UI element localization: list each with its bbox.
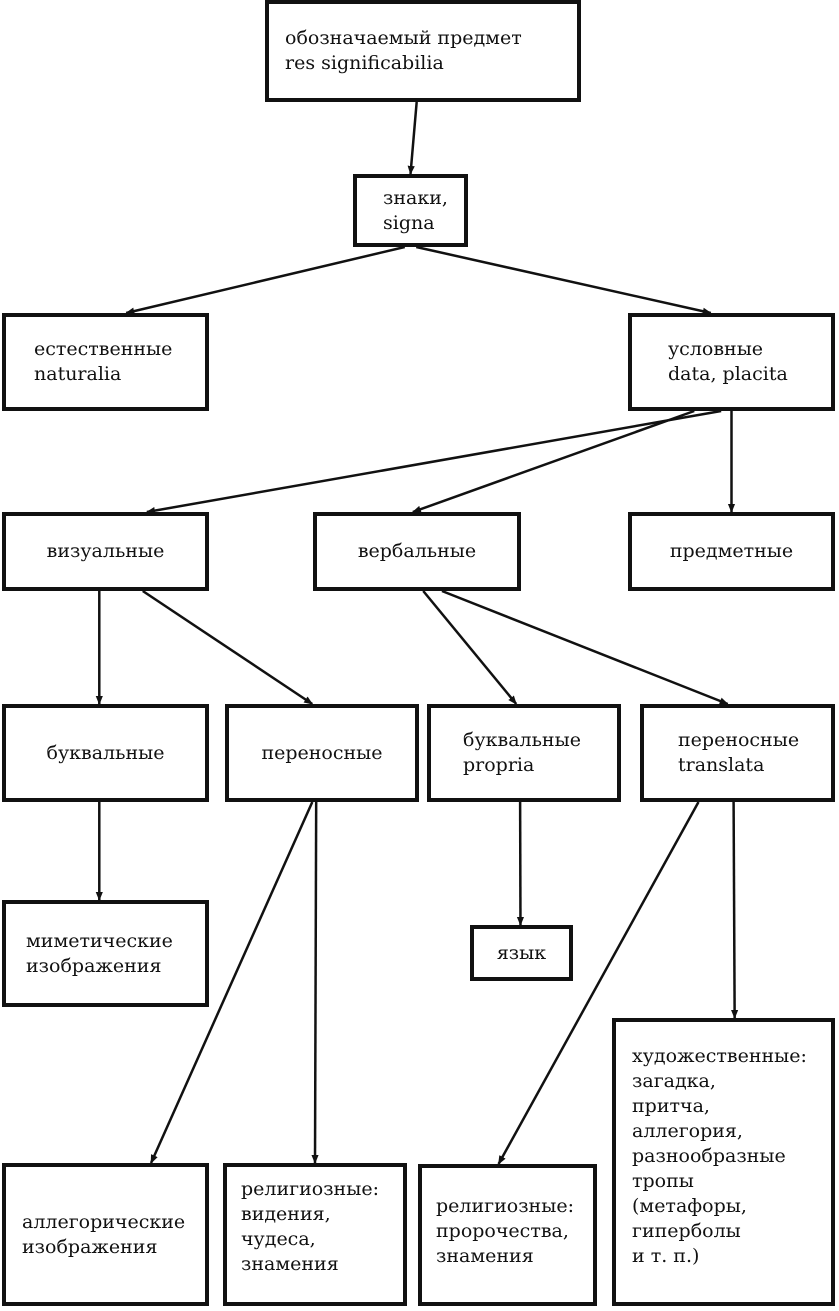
node-visual-figurative: переносные — [225, 704, 419, 802]
node-label-line: предметные — [669, 540, 794, 562]
arrow-translata-to-relig_verb — [497, 801, 700, 1165]
node-label-line: и т. п.) — [632, 1245, 700, 1267]
node-label-line: естественные — [34, 338, 173, 360]
arrow-signa-to-data — [415, 245, 712, 315]
arrow-vis_figur-to-relig_vis — [311, 801, 319, 1164]
node-label-line: пророчества, — [436, 1220, 569, 1242]
node-label-line: naturalia — [34, 363, 122, 385]
node-label-line: буквальные — [463, 729, 581, 751]
node-label-line: чудеса, — [241, 1228, 316, 1250]
arrow-root-to-signa — [407, 101, 418, 175]
node-religious-visions: религиозные: видения, чудеса, знамения — [223, 1163, 407, 1306]
node-visual-literal: буквальные — [2, 704, 209, 802]
node-label-line: тропы — [632, 1170, 694, 1192]
arrow-visual-to-vis_figur — [142, 589, 314, 706]
node-label-line: (метафоры, — [632, 1195, 747, 1217]
arrow-data-to-visual — [146, 409, 722, 515]
arrow-translata-to-artistic — [731, 801, 739, 1019]
node-label-line: res significabilia — [285, 52, 444, 74]
arrow-data-to-verbal — [411, 409, 695, 514]
node-label-line: translata — [678, 754, 765, 776]
node-verbal-figurative-translata: переносные translata — [640, 704, 835, 802]
node-label-line: видения, — [241, 1203, 331, 1225]
node-label-line: миметические — [26, 929, 173, 952]
node-signified-object: обозначаемый предмет res significabilia — [265, 0, 581, 102]
node-natural-signs: естественные naturalia — [2, 313, 209, 411]
node-language: язык — [470, 925, 573, 981]
node-label-line: знаки, — [383, 186, 448, 209]
arrow-signa-to-naturalia — [125, 245, 406, 315]
node-label-line: изображения — [22, 1235, 158, 1258]
node-label-line: притча, — [632, 1095, 710, 1117]
node-signs: знаки,signa — [353, 174, 468, 247]
node-label-line: изображения — [26, 954, 162, 977]
node-label-line: аллегория, — [632, 1120, 743, 1142]
node-label-line: условные — [668, 338, 764, 360]
node-object-signs: предметные — [628, 512, 835, 591]
node-label-line: propria — [463, 754, 535, 776]
node-religious-prophecies: религиозные: пророчества, знамения — [418, 1164, 597, 1306]
node-verbal-literal-propria: буквальные propria — [427, 704, 621, 802]
node-label-line: вербальные — [357, 540, 477, 562]
node-label-line: аллегорические — [22, 1210, 186, 1233]
node-label-line: signa — [383, 211, 435, 234]
node-label-line: гиперболы — [632, 1220, 741, 1242]
node-label-line: переносные — [261, 741, 383, 764]
node-label-line: буквальные — [46, 741, 165, 764]
node-label-line: язык — [496, 941, 547, 964]
node-label-line: data, placita — [668, 363, 788, 385]
node-label-line: загадка, — [632, 1070, 716, 1092]
node-visual: визуальные — [2, 512, 209, 591]
node-label-line: обозначаемый предмет — [285, 27, 522, 49]
node-label-line: разнообразные — [632, 1145, 786, 1167]
node-label-line: переносные — [678, 729, 800, 751]
node-conventional-signs: условные data, placita — [628, 313, 835, 411]
node-artistic-tropes: художественные: загадка, притча, аллегория,… — [612, 1018, 835, 1306]
arrow-vis_figur-to-allegoric — [149, 801, 314, 1164]
node-label-line: художественные: — [632, 1045, 807, 1067]
node-label-line: знамения — [241, 1253, 339, 1275]
node-label-line: религиозные: — [241, 1178, 379, 1200]
node-verbal: вербальные — [313, 512, 521, 591]
arrow-verbal-to-propria — [422, 590, 518, 705]
arrow-verbal-to-translata — [441, 589, 729, 706]
node-label-line: визуальные — [46, 540, 165, 562]
node-label-line: религиозные: — [436, 1195, 574, 1217]
node-label-line: знамения — [436, 1245, 534, 1267]
